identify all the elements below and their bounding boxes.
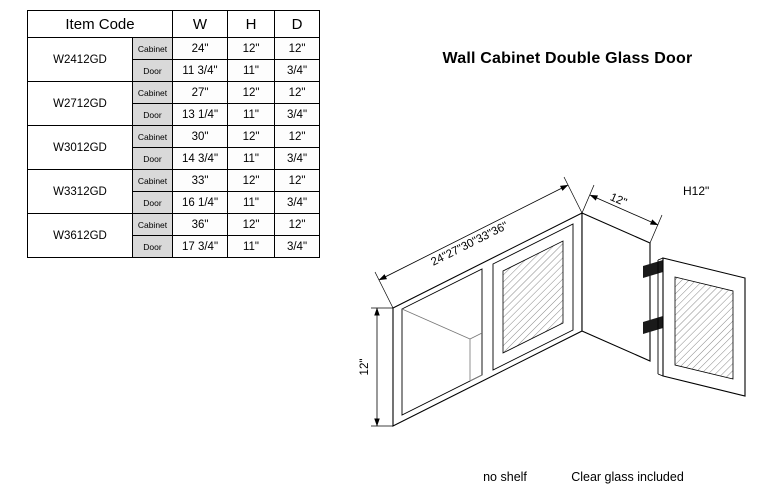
open-door-glass-panel bbox=[674, 276, 734, 380]
cell-door-w: 11 3/4" bbox=[172, 59, 228, 82]
row-label-cabinet: Cabinet bbox=[132, 169, 173, 192]
cell-door-d: 3/4" bbox=[274, 59, 320, 82]
cell-cabinet-h: 12" bbox=[227, 37, 275, 60]
item-code-cell: W2412GD bbox=[27, 37, 133, 82]
row-label-cabinet: Cabinet bbox=[132, 37, 173, 60]
cell-cabinet-d: 12" bbox=[274, 37, 320, 60]
row-label-door: Door bbox=[132, 147, 173, 170]
cabinet-diagram: 24"27"30"33"36" 12" 12" H12" bbox=[345, 150, 757, 480]
table-row: Door 17 3/4" 11" 3/4" bbox=[28, 235, 320, 258]
width-dimension-line bbox=[378, 184, 569, 281]
extension-line bbox=[374, 271, 394, 309]
row-label-door: Door bbox=[132, 59, 173, 82]
interior-edge bbox=[469, 332, 483, 340]
cell-cabinet-h: 12" bbox=[227, 81, 275, 104]
cell-door-w: 16 1/4" bbox=[172, 191, 228, 214]
cell-door-h: 11" bbox=[227, 59, 275, 82]
header-w: W bbox=[172, 10, 228, 38]
cell-door-h: 11" bbox=[227, 147, 275, 170]
cabinet-end-panel bbox=[581, 212, 651, 362]
cell-door-d: 3/4" bbox=[274, 191, 320, 214]
item-code-cell: W2712GD bbox=[27, 81, 133, 126]
row-label-cabinet: Cabinet bbox=[132, 125, 173, 148]
header-d: D bbox=[274, 10, 320, 38]
cell-cabinet-d: 12" bbox=[274, 213, 320, 236]
open-glass-door bbox=[657, 257, 746, 397]
height-dimension-label: 12" bbox=[359, 359, 371, 376]
door-thickness-edge bbox=[657, 373, 664, 377]
cell-door-h: 11" bbox=[227, 103, 275, 126]
cell-door-h: 11" bbox=[227, 191, 275, 214]
cell-door-w: 14 3/4" bbox=[172, 147, 228, 170]
cell-cabinet-d: 12" bbox=[274, 125, 320, 148]
item-code-cell: W3312GD bbox=[27, 169, 133, 214]
spec-table: Item Code W H D W2412GD Cabinet 24" 12" … bbox=[27, 10, 320, 258]
cell-cabinet-h: 12" bbox=[227, 125, 275, 148]
page-title: Wall Cabinet Double Glass Door bbox=[442, 50, 693, 67]
header-item-code: Item Code bbox=[27, 10, 173, 38]
depth-dimension-label: 12" bbox=[608, 191, 628, 209]
cell-door-d: 3/4" bbox=[274, 147, 320, 170]
cell-cabinet-w: 30" bbox=[172, 125, 228, 148]
table-row: W3012GD Cabinet 30" 12" 12" bbox=[27, 125, 320, 170]
cell-cabinet-h: 12" bbox=[227, 213, 275, 236]
header-h: H bbox=[227, 10, 275, 38]
row-label-door: Door bbox=[132, 103, 173, 126]
table-row: W2712GD Cabinet 27" 12" 12" bbox=[27, 81, 320, 126]
extension-line bbox=[563, 176, 583, 214]
table-row: W3312GD Cabinet 33" 12" 12" bbox=[27, 169, 320, 214]
cabinet-body bbox=[392, 212, 651, 427]
row-label-door: Door bbox=[132, 191, 173, 214]
cell-door-w: 17 3/4" bbox=[172, 235, 228, 258]
table-row: W2412GD Cabinet 24" 12" 12" bbox=[27, 37, 320, 82]
item-code-cell: W3612GD bbox=[27, 213, 133, 258]
cell-door-d: 3/4" bbox=[274, 103, 320, 126]
row-label-door: Door bbox=[132, 235, 173, 258]
door-thickness-edge bbox=[657, 257, 664, 261]
extension-line bbox=[581, 184, 595, 214]
cell-cabinet-w: 24" bbox=[172, 37, 228, 60]
item-code-cell: W3012GD bbox=[27, 125, 133, 170]
table-row: W3612GD Cabinet 36" 12" 12" bbox=[27, 213, 320, 258]
interior-edge bbox=[401, 308, 471, 340]
extension-line bbox=[649, 214, 663, 244]
cell-cabinet-d: 12" bbox=[274, 169, 320, 192]
cell-door-d: 3/4" bbox=[274, 235, 320, 258]
cell-cabinet-h: 12" bbox=[227, 169, 275, 192]
cell-cabinet-d: 12" bbox=[274, 81, 320, 104]
glass-note: Clear glass included bbox=[571, 470, 684, 484]
cell-cabinet-w: 36" bbox=[172, 213, 228, 236]
cell-door-w: 13 1/4" bbox=[172, 103, 228, 126]
cell-door-h: 11" bbox=[227, 235, 275, 258]
row-label-cabinet: Cabinet bbox=[132, 81, 173, 104]
row-label-cabinet: Cabinet bbox=[132, 213, 173, 236]
shelf-note: no shelf bbox=[483, 470, 527, 484]
cell-cabinet-w: 27" bbox=[172, 81, 228, 104]
height-note-label: H12" bbox=[683, 184, 709, 198]
table-header-row: Item Code W H D bbox=[27, 10, 320, 38]
depth-dimension-line bbox=[589, 194, 659, 226]
cell-cabinet-w: 33" bbox=[172, 169, 228, 192]
interior-edge bbox=[469, 374, 483, 382]
